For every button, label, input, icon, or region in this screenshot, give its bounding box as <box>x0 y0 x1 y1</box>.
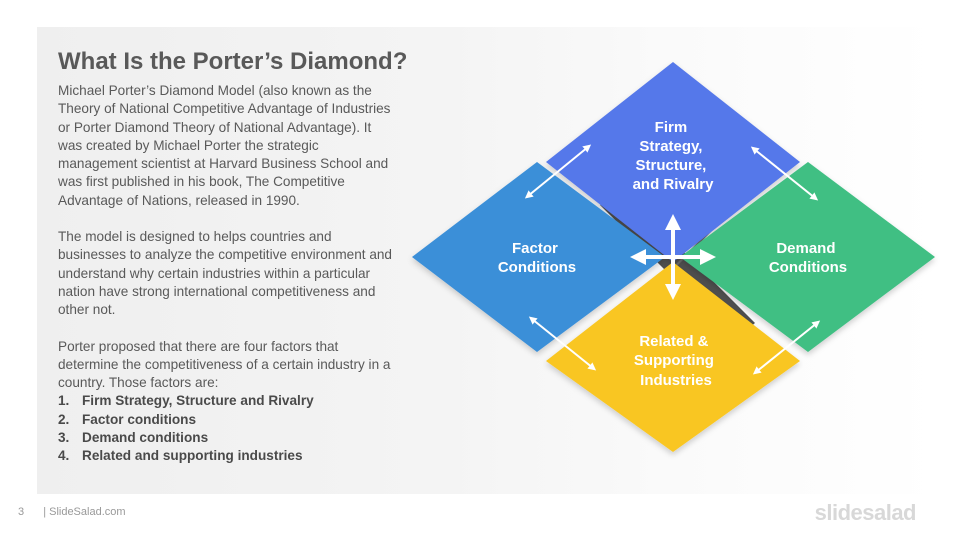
center-cross-arrow-icon <box>630 214 716 300</box>
double-arrow-icon <box>750 146 819 201</box>
double-arrow-icon <box>528 316 597 371</box>
list-item: 1.Firm Strategy, Structure and Rivalry <box>58 393 314 409</box>
double-arrow-icon <box>524 144 592 199</box>
factors-list: 1.Firm Strategy, Structure and Rivalry 2… <box>58 392 398 465</box>
slide-body: Michael Porter’s Diamond Model (also kno… <box>58 82 398 466</box>
label-firm-strategy: Firm Strategy, Structure, and Rivalry <box>633 119 715 193</box>
intro-paragraph: Michael Porter’s Diamond Model (also kno… <box>58 83 391 208</box>
porters-diamond-diagram: Firm Strategy, Structure, and Rivalry Fa… <box>412 62 935 452</box>
page-number: 3 <box>18 506 25 518</box>
diamond-demand-conditions <box>680 162 935 352</box>
brand-logo: slidesalad <box>814 500 917 525</box>
footer-site-link[interactable]: | SlideSalad.com <box>43 506 126 518</box>
diamond-related-industries <box>546 262 800 452</box>
footer: 3 | SlideSalad.com <box>18 506 126 518</box>
label-related-industries: Related & Supporting Industries <box>634 333 718 389</box>
double-arrow-icon <box>752 320 821 375</box>
label-demand-conditions: Demand Conditions <box>769 240 847 276</box>
purpose-paragraph: The model is designed to helps countries… <box>58 229 392 318</box>
label-factor-conditions: Factor Conditions <box>498 240 576 276</box>
slide-title: What Is the Porter’s Diamond? <box>58 48 408 75</box>
list-item: 4.Related and supporting industries <box>58 448 303 464</box>
diamond-firm-strategy <box>546 62 800 262</box>
factors-paragraph: Porter proposed that there are four fact… <box>58 338 391 391</box>
list-item: 2.Factor conditions <box>58 411 197 427</box>
diamond-factor-conditions <box>412 162 665 352</box>
list-item: 3.Demand conditions <box>58 430 209 446</box>
